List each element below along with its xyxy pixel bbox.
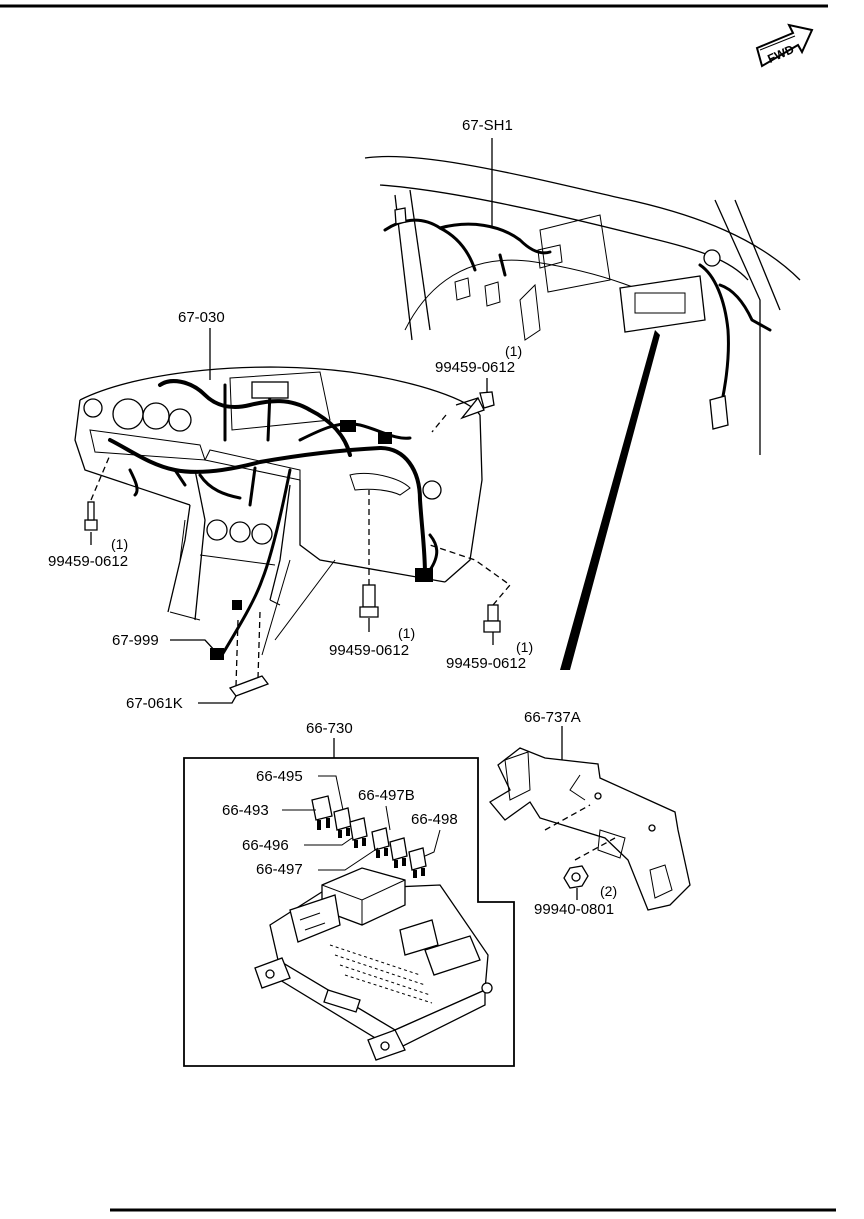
fuse-66-498-icon [408, 847, 427, 878]
nut-icon [563, 865, 589, 889]
part-label-bolt-b: 99459-0612 [48, 553, 128, 570]
part-label-67-030: 67-030 [178, 309, 225, 326]
bracket-66-737a-icon [489, 747, 691, 911]
qty-label-nut: (2) [600, 883, 617, 899]
part-label-66-730: 66-730 [306, 720, 353, 737]
fuse-66-497b-icon [371, 827, 390, 858]
part-label-66-737a: 66-737A [524, 709, 581, 726]
part-label-bolt-d: 99459-0612 [446, 655, 526, 672]
fwd-arrow-icon: FWD [755, 23, 814, 68]
part-label-67-sh1: 67-SH1 [462, 117, 513, 134]
part-label-66-497: 66-497 [256, 861, 303, 878]
qty-label-bolt-a: (1) [505, 343, 522, 359]
qty-label-bolt-d: (1) [516, 639, 533, 655]
leader-lines-fuses [282, 775, 441, 871]
part-label-nut: 99940-0801 [534, 901, 614, 918]
part-label-66-497b: 66-497B [358, 787, 415, 804]
fuse-66-497-icon [389, 837, 408, 868]
bolt-d-icon [429, 544, 511, 633]
bolt-c-icon [359, 490, 379, 618]
leader-lines-upper [90, 138, 494, 704]
part-label-66-496: 66-496 [242, 837, 289, 854]
part-label-66-493: 66-493 [222, 802, 269, 819]
qty-label-bolt-b: (1) [111, 536, 128, 552]
fuse-box-body-icon [254, 867, 493, 1061]
part-label-66-495: 66-495 [256, 768, 303, 785]
fuse-66-495-icon [333, 807, 352, 838]
pad-67-061k-icon [228, 611, 270, 697]
bolt-b-icon [84, 454, 111, 531]
fuse-box-frame [183, 757, 515, 1067]
fuse-66-493-icon [311, 795, 333, 830]
upper-harness-illustration [364, 155, 801, 670]
part-label-67-061k: 67-061K [126, 695, 183, 712]
qty-label-bolt-c: (1) [398, 625, 415, 641]
part-label-bolt-a: 99459-0612 [435, 359, 515, 376]
dashboard-illustration [74, 366, 483, 660]
fuse-66-496-icon [349, 817, 368, 848]
part-label-bolt-c: 99459-0612 [329, 642, 409, 659]
part-label-67-999: 67-999 [112, 632, 159, 649]
leader-lines-bracket [561, 726, 578, 900]
part-label-66-498: 66-498 [411, 811, 458, 828]
bolt-a-icon [431, 391, 495, 433]
